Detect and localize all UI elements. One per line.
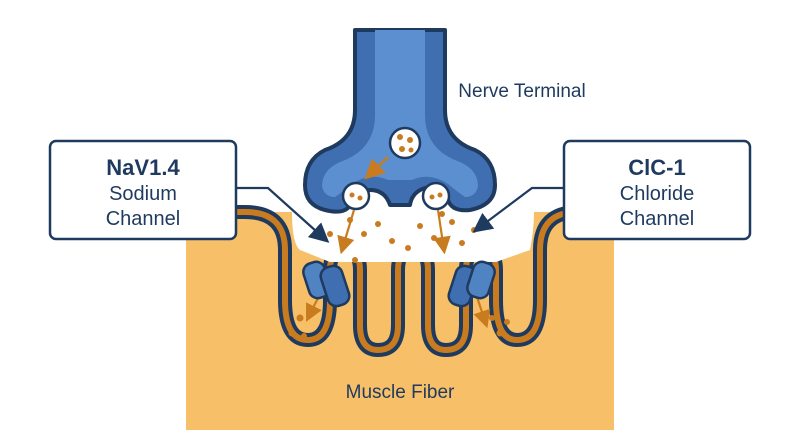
nerve-terminal-label: Nerve Terminal	[458, 81, 585, 102]
left-callout-title: NaV1.4	[106, 155, 180, 180]
nerve-terminal-inner	[322, 30, 478, 197]
right-callout-line1: Chloride	[620, 183, 694, 205]
ion-channel-icon	[302, 260, 351, 308]
release-arrow-icon	[364, 156, 389, 180]
right-callout-title: ClC-1	[628, 155, 685, 180]
synaptic-vesicle-icon	[388, 126, 422, 160]
left-callout-box	[48, 139, 238, 241]
muscle-fiber-label: Muscle Fiber	[346, 382, 455, 403]
release-arrow-icon	[337, 209, 356, 255]
left-callout-arrow	[236, 186, 330, 243]
right-callout-box	[562, 139, 752, 241]
neurotransmitter-dot-icon	[288, 211, 510, 339]
right-callout-arrow	[472, 186, 564, 233]
left-callout-line1: Sodium	[109, 183, 177, 205]
synaptic-cleft	[292, 212, 534, 262]
right-callout-line2: Channel	[620, 208, 695, 230]
docked-vesicle-right	[421, 181, 451, 211]
docked-vesicle-left	[341, 181, 371, 211]
release-arrow-icon	[433, 209, 451, 255]
ion-channel-icon	[447, 260, 496, 308]
left-callout-line2: Channel	[106, 208, 181, 230]
